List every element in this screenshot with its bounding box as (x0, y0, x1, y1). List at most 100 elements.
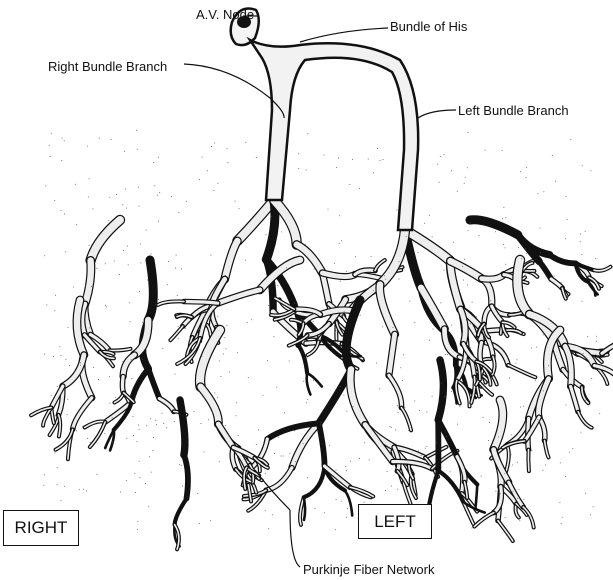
stipple-dot (560, 282, 562, 284)
stipple-dot (245, 141, 247, 143)
stipple-dot (580, 233, 582, 235)
stipple-dot (157, 220, 159, 222)
stipple-dot (54, 452, 56, 454)
stipple-dot (136, 129, 138, 131)
stipple-dot (510, 434, 512, 436)
stipple-dot (466, 167, 468, 169)
stipple-dot (553, 275, 555, 277)
stipple-dot (469, 323, 471, 325)
stipple-dot (298, 153, 300, 155)
stipple-dot (370, 255, 372, 257)
stipple-dot (104, 433, 106, 435)
fiber-fill (491, 355, 496, 376)
stipple-dot (437, 163, 439, 165)
fiber-fill (71, 396, 94, 431)
stipple-dot (391, 485, 393, 487)
stipple-dot (531, 347, 532, 349)
stipple-dot (224, 425, 226, 426)
stipple-dot (570, 138, 572, 140)
stipple-dot (533, 521, 535, 523)
stipple-dot (534, 380, 536, 382)
stipple-dot (565, 195, 567, 197)
stipple-dot (174, 373, 176, 375)
stipple-dot (82, 425, 84, 427)
stipple-dot (340, 385, 342, 387)
fiber-outline (546, 251, 579, 267)
stipple-dot (268, 528, 270, 530)
stipple-dot (225, 275, 227, 276)
stipple-dot (139, 477, 141, 479)
stipple-dot (119, 274, 120, 276)
stipple-dot (565, 476, 567, 478)
stipple-dot (494, 231, 496, 233)
stipple-dot (595, 258, 597, 260)
stipple-dot (199, 179, 201, 181)
stipple-dot (286, 267, 288, 269)
stipple-dot (462, 361, 464, 363)
stipple-dot (214, 142, 216, 144)
stipple-dot (200, 423, 202, 424)
stipple-dot (105, 304, 106, 306)
stipple-dot (114, 396, 116, 398)
stipple-dot (555, 180, 557, 182)
stipple-dot (155, 419, 157, 421)
fiber-fill (169, 325, 184, 341)
stipple-dot (306, 402, 307, 404)
stipple-dot (214, 392, 216, 394)
stipple-dot (126, 437, 128, 439)
stipple-dot (392, 326, 394, 328)
stipple-dot (467, 230, 469, 232)
stipple-dot (367, 158, 369, 160)
stipple-dot (73, 286, 75, 288)
stipple-dot (409, 300, 411, 302)
fiber-fill (480, 340, 510, 367)
fiber-outline (264, 420, 322, 442)
stipple-dot (270, 216, 272, 218)
fiber-fill (49, 384, 65, 410)
stipple-dot (446, 435, 448, 437)
stipple-dot (472, 386, 474, 388)
stipple-dot (327, 208, 329, 210)
stipple-dot (520, 406, 522, 408)
stipple-dot (585, 399, 586, 401)
fiber-fill (270, 308, 295, 317)
stipple-dot (235, 415, 237, 417)
stipple-dot (396, 209, 398, 211)
fiber-fill (527, 448, 530, 472)
left-bundle-branch-label: Left Bundle Branch (458, 103, 569, 118)
stipple-dot (54, 415, 56, 417)
stipple-dot (438, 181, 440, 183)
stipple-dot (155, 304, 157, 306)
stipple-dot (592, 506, 594, 508)
stipple-dot (382, 159, 384, 160)
fiber-outline (586, 280, 597, 297)
fiber-fill (386, 331, 398, 378)
stipple-dot (177, 326, 179, 328)
fiber-fill (562, 343, 574, 389)
stipple-dot (157, 299, 159, 300)
stipple-dot (382, 326, 384, 328)
stipple-dot (303, 380, 305, 382)
stipple-dot (531, 450, 533, 452)
stipple-dot (438, 355, 440, 357)
stipple-dot (162, 348, 164, 350)
stipple-dot (60, 354, 62, 356)
stipple-dot (68, 365, 70, 366)
stipple-dot (431, 236, 433, 238)
stipple-dot (342, 356, 344, 358)
stipple-dot (98, 137, 100, 139)
stipple-dot (366, 277, 368, 279)
stipple-dot (403, 354, 405, 356)
stipple-dot (436, 442, 438, 444)
stipple-dot (533, 263, 535, 265)
stipple-dot (428, 214, 430, 216)
stipple-dot (120, 491, 122, 493)
stipple-dot (431, 395, 433, 397)
stipple-dot (139, 243, 141, 245)
stipple-dot (372, 290, 374, 292)
stipple-dot (43, 484, 45, 486)
stipple-dot (136, 148, 138, 150)
stipple-dot (459, 406, 461, 408)
